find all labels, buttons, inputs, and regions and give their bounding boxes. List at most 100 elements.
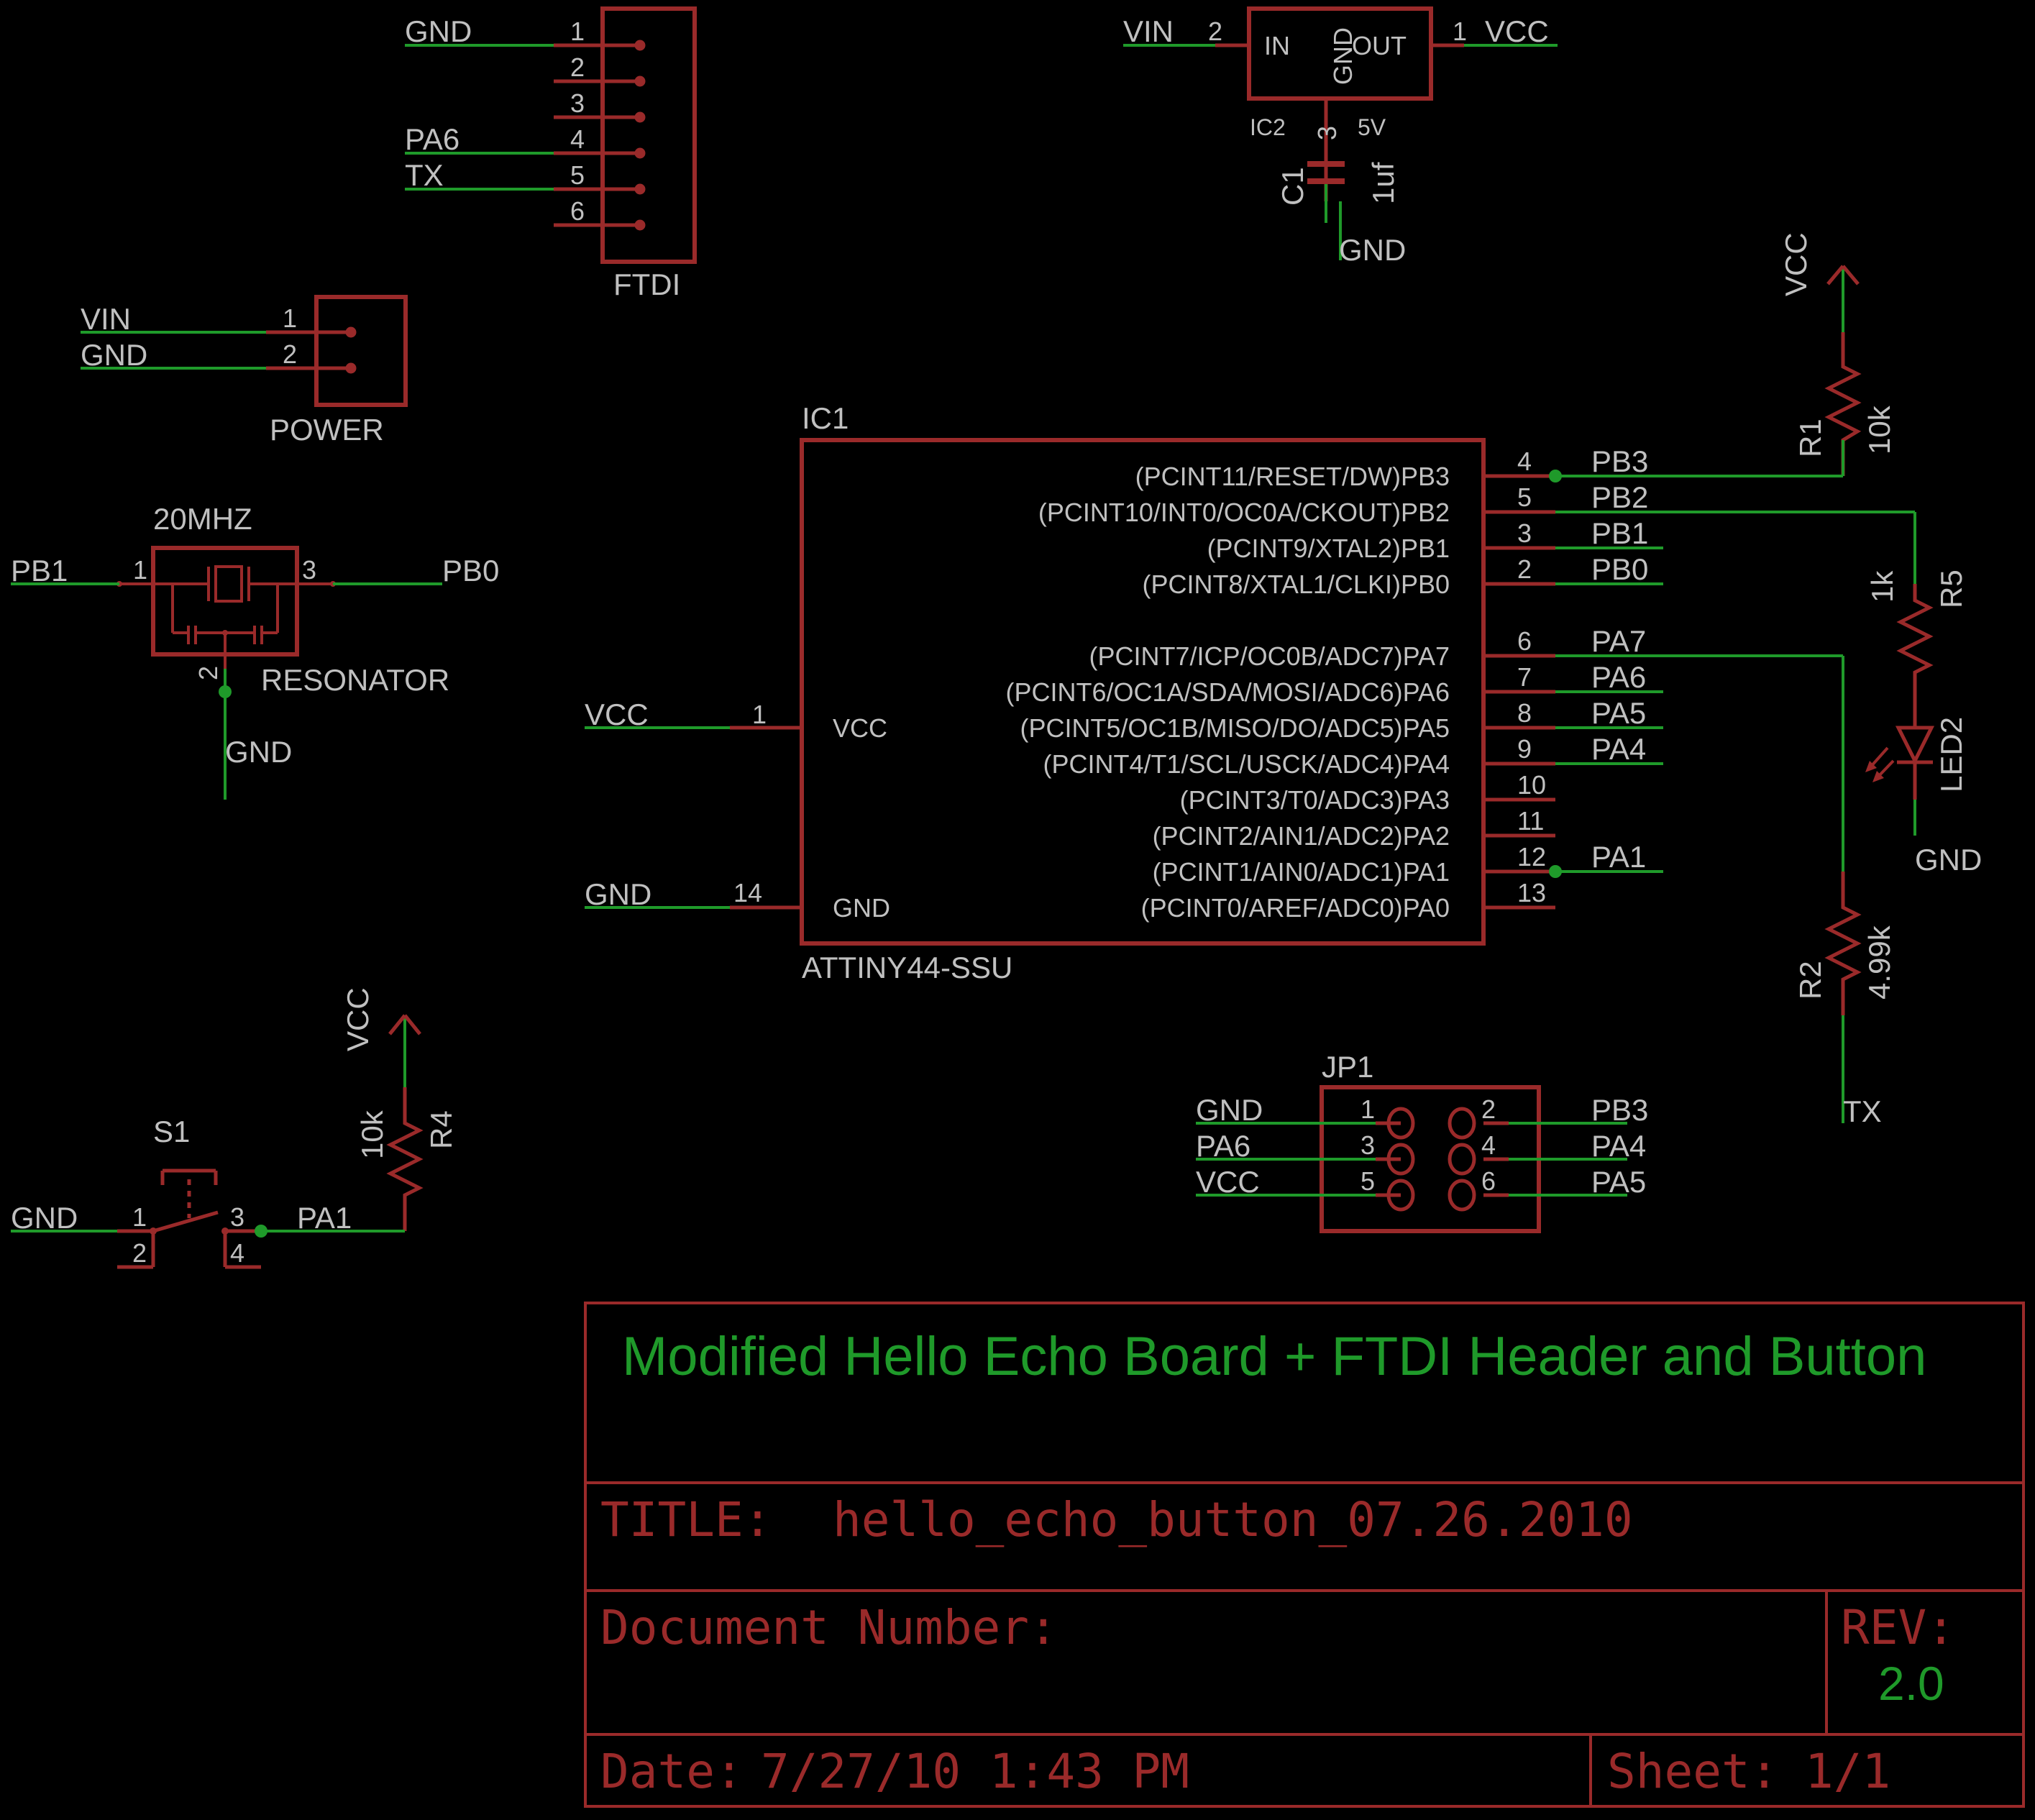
resonator[interactable]: PB1 PB0 GND 1 3 2 20MHZ RESONATOR [11,502,499,800]
resistor-r1[interactable]: VCC R1 10k [1779,232,1896,476]
title-block-frame [584,1302,2025,1808]
regulator-pin-gnd: 3 [1312,126,1342,140]
net-connections [1549,440,1915,878]
regulator-ic2[interactable]: VIN 2 IN OUT GND 1 VCC IC2 3 5V [1123,6,1558,162]
pb3-junction [1549,470,1562,483]
r2-net-tx: TX [1843,1094,1882,1128]
ic1-net-label: PB3 [1591,444,1648,478]
r1-vcc-arrow-right [1842,265,1860,285]
rev-value: 2.0 [1878,1657,1944,1710]
ic1-net-label: PA7 [1591,624,1646,658]
jp1-pin-1: 1 [1361,1094,1375,1124]
title-value: hello_echo_button_07.26.2010 [833,1492,1633,1547]
resistor-r2[interactable]: R2 4.99k TX [1793,656,1896,1128]
ic1-pin-number: 12 [1517,842,1546,872]
resonator-net-pb0: PB0 [442,554,499,587]
regulator-net-in: VIN [1123,14,1174,48]
ic1-pin-function: (PCINT11/RESET/DW)PB3 [1135,462,1450,491]
cap-plate-top [1307,161,1345,167]
jp1-pin-6: 6 [1481,1166,1496,1196]
ftdi-body [600,6,697,264]
jp1-pin-4: 4 [1481,1130,1496,1160]
r4-name: R4 [424,1110,458,1149]
resistor-r5[interactable]: 1k R5 [1865,512,1968,692]
resonator-pin-1: 1 [133,555,147,585]
regulator-in-label: IN [1264,31,1290,60]
ftdi-pin-5: 5 [570,160,585,190]
regulator-body [1247,6,1433,101]
ic1-pin-function: (PCINT6/OC1A/SDA/MOSI/ADC6)PA6 [1006,677,1450,707]
resistor-r4[interactable]: VCC 10k R4 [341,987,458,1231]
r2-zigzag [1824,872,1862,1015]
power-body [314,295,408,407]
led-led2[interactable]: LED2 GND [1865,692,1982,877]
jp1-net-pa5: PA5 [1591,1165,1646,1199]
ic1-net-vcc: VCC [585,698,649,731]
jp1-pin-2: 2 [1481,1094,1496,1124]
resonator-value: 20MHZ [153,502,252,536]
ic1-name: IC1 [802,401,849,435]
ic1-attiny44[interactable]: IC1 ATTINY44-SSU VCC GND 1 14 VCC GND (P… [585,401,1663,984]
ic1-net-label: PA1 [1591,840,1646,874]
ic1-pin-number: 4 [1517,447,1532,476]
ftdi-pin-6: 6 [570,196,585,226]
ic1-pin-number: 13 [1517,878,1546,907]
ftdi-pin-4: 4 [570,124,585,154]
ic1-net-label: PA5 [1591,696,1646,730]
power-pin-2: 2 [283,339,297,369]
regulator-pin-in: 2 [1208,17,1222,46]
ic1-net-label: PB2 [1591,480,1648,514]
r1-name: R1 [1793,419,1827,457]
power-header[interactable]: VIN GND 1 2 POWER [81,295,408,447]
ic1-pin-function: (PCINT10/INT0/OC0A/CKOUT)PB2 [1038,498,1450,527]
led-net-gnd: GND [1915,843,1982,877]
s1-net-pa1: PA1 [297,1201,352,1235]
ic1-net-label: PB0 [1591,552,1648,586]
cap-plate-bottom [1307,178,1345,184]
ftdi-net-tx: TX [405,158,444,192]
date-label: Date: [600,1744,744,1799]
ic1-net-gnd: GND [585,877,651,911]
cap-net-gnd: GND [1339,233,1406,267]
ftdi-pin-stubs [554,40,646,231]
ic1-pin-number: 3 [1517,518,1532,548]
ftdi-net-gnd: GND [405,14,472,48]
s1-pin-1: 1 [132,1202,147,1232]
s1-pin-3: 3 [230,1202,244,1232]
sheet-label: Sheet: [1607,1744,1778,1799]
led-triangle [1895,726,1935,765]
ftdi-header[interactable]: 1 2 3 4 5 6 GND PA6 TX FTDI [405,6,697,301]
title-block: Modified Hello Echo Board + FTDI Header … [584,1302,2025,1808]
ic1-pin-number: 10 [1517,770,1546,800]
ftdi-wires [405,44,554,191]
ic1-pin-number: 5 [1517,483,1532,512]
docnum-label: Document Number: [600,1600,1058,1655]
s1-name: S1 [153,1115,190,1148]
sheet-value: 1/1 [1805,1744,1890,1799]
switch-s1[interactable]: GND PA1 1 2 3 4 S1 [11,1115,405,1269]
ic1-pin-number: 9 [1517,734,1532,764]
ic1-gnd-label: GND [833,893,890,923]
capacitor-c1[interactable]: C1 1uf GND [1276,161,1406,267]
ic1-value: ATTINY44-SSU [802,951,1012,984]
ic1-pin-number: 7 [1517,662,1532,692]
ic1-pin-number: 11 [1517,806,1544,836]
ftdi-net-pa6: PA6 [405,122,459,156]
jp1-net-pa6: PA6 [1196,1129,1250,1163]
ic1-net-label: PA6 [1591,660,1646,694]
rev-label: REV: [1841,1600,1955,1655]
power-pin-1: 1 [283,303,297,333]
jp1-net-pa4: PA4 [1591,1129,1646,1163]
r1-value: 10k [1862,405,1896,454]
ic1-pin-function: (PCINT8/XTAL1/CLKI)PB0 [1143,570,1450,599]
jp1-pin-5: 5 [1361,1166,1375,1196]
power-net-vin: VIN [81,302,131,336]
resonator-net-gnd: GND [225,735,292,769]
r5-value: 1k [1865,570,1899,603]
jumper-jp1[interactable]: JP1 GND PA6 VCC PB3 PA4 PA5 1 3 5 2 4 6 [1196,1050,1648,1233]
pa1-junction [1549,865,1562,878]
regulator-pin-out: 1 [1453,17,1467,46]
power-net-gnd: GND [81,338,147,372]
ic1-pin-function: (PCINT3/T0/ADC3)PA3 [1180,785,1450,815]
